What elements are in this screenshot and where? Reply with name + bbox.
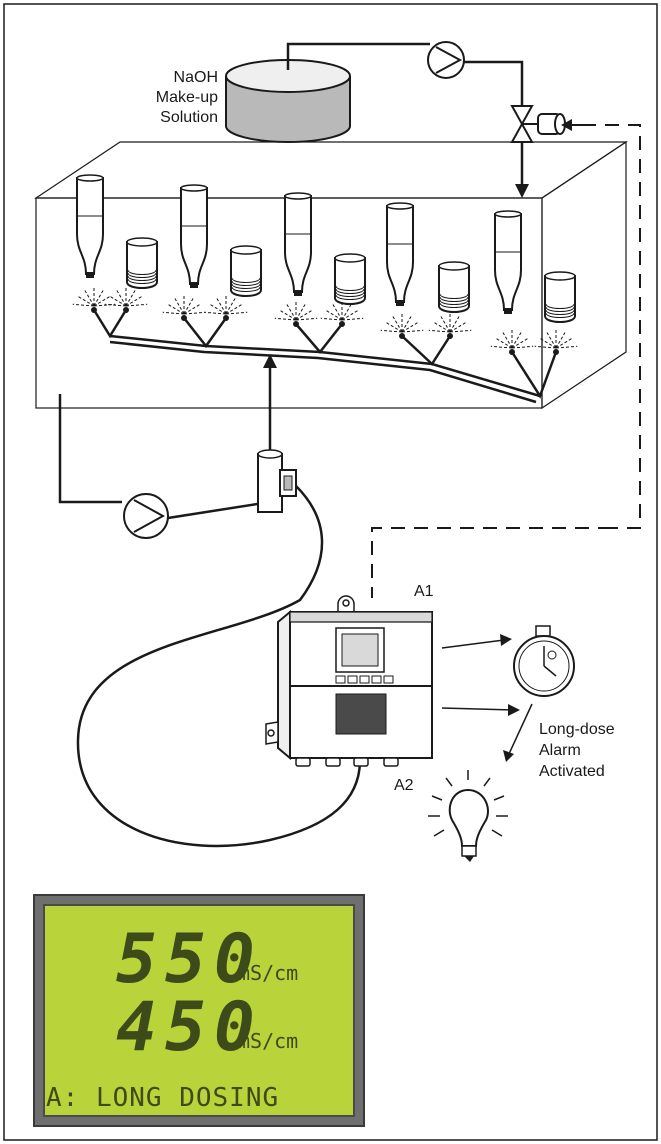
bottle-icon	[387, 206, 413, 302]
bottle-washer-box	[36, 142, 626, 408]
lcd-unit-2: mS/cm	[238, 1029, 298, 1053]
lcd-unit-1: mS/cm	[238, 961, 298, 985]
conductivity-sensor	[258, 450, 296, 512]
pump-to-sensor-pipe	[168, 500, 270, 518]
spray-manifold	[94, 310, 556, 402]
tank-label-line1: NaOH	[174, 69, 218, 86]
alarm-label-line2: Alarm	[539, 742, 581, 759]
glass-icon	[335, 258, 365, 304]
analyzer-label-a1: A1	[414, 583, 434, 600]
lcd-reading-2: 450	[116, 988, 263, 1067]
tank-label-line2: Make-up	[156, 89, 218, 106]
bottle-icon	[495, 214, 521, 310]
spray-nozzle-icon	[447, 333, 453, 339]
spray-nozzle-icon	[181, 315, 187, 321]
glass-icon	[545, 276, 575, 322]
analyzer-unit	[266, 596, 432, 766]
spray-nozzle-icon	[223, 315, 229, 321]
alarm-label-line1: Long-dose	[539, 721, 615, 738]
analyzer-label-a2: A2	[394, 777, 414, 794]
bottle-icon	[285, 196, 311, 292]
spray-nozzle-icon	[399, 333, 405, 339]
spray-nozzle-icon	[293, 321, 299, 327]
spray-nozzle-icon	[509, 349, 515, 355]
bottle-icon	[181, 188, 207, 284]
spray-nozzle-icon	[553, 349, 559, 355]
timer-output-arrowhead	[500, 634, 512, 646]
stopwatch-icon	[514, 626, 574, 696]
alarm-label-line3: Activated	[539, 763, 605, 780]
light-bulb-icon	[428, 770, 508, 862]
bottle-rack	[77, 175, 575, 322]
glass-icon	[439, 266, 469, 312]
spray-nozzle-icon	[339, 321, 345, 327]
control-signal-line-lower	[372, 528, 612, 598]
tank-label-line3: Solution	[160, 109, 218, 126]
lcd-status-text: A: LONG DOSING	[46, 1083, 279, 1113]
bottle-icon	[77, 178, 103, 274]
naoh-tank	[226, 60, 350, 142]
pump-to-valve-pipe	[464, 62, 522, 106]
valve-flow-arrow	[515, 184, 529, 198]
glass-icon	[231, 250, 261, 296]
alarm-output-arrowhead	[508, 704, 520, 716]
dosing-valve-icon	[512, 106, 565, 142]
timer-output-arrow	[442, 640, 504, 648]
spray-nozzle-icon	[123, 307, 129, 313]
circulation-pump-icon	[124, 494, 168, 538]
control-signal-line	[570, 125, 640, 528]
return-pipe	[60, 394, 122, 502]
feed-pump-icon	[428, 42, 464, 78]
spray-nozzle-icon	[91, 307, 97, 313]
alarm-to-bulb-arrowhead	[503, 750, 514, 762]
alarm-output-arrow	[442, 708, 512, 710]
glass-icon	[127, 242, 157, 288]
